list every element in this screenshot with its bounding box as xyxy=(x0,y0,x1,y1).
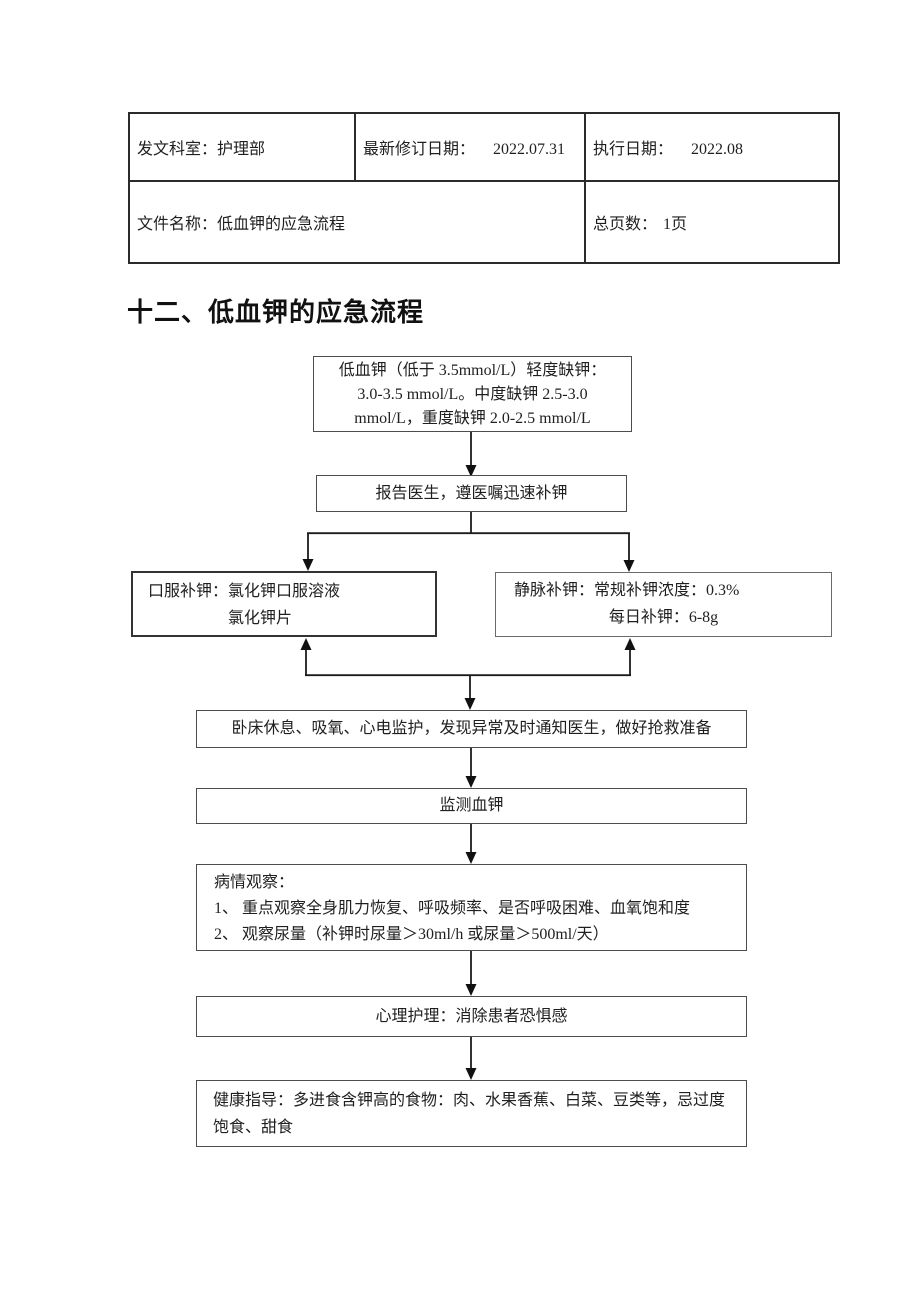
flow-node-condition-observation: 病情观察： 1、 重点观察全身肌力恢复、呼吸频率、是否呼吸困难、血氧饱和度 2、… xyxy=(196,864,747,951)
flow-node-oral-potassium: 口服补钾：氯化钾口服溶液 氯化钾片 xyxy=(131,571,437,637)
definition-line-2: 3.0-3.5 mmol/L。中度缺钾 2.5-3.0 xyxy=(357,386,588,403)
section-title: 十二、低血钾的应急流程 xyxy=(127,297,425,327)
issuing-dept-value: 护理部 xyxy=(217,141,266,158)
definition-line-3: mmol/L，重度缺钾 2.0-2.5 mmol/L xyxy=(354,410,591,427)
observe-line-3: 2、 观察尿量（补钾时尿量＞30ml/h 或尿量＞500ml/天） xyxy=(214,926,609,943)
header-table: 发文科室：护理部 最新修订日期：2022.07.31 执行日期：2022.08 … xyxy=(128,112,840,264)
flow-node-psychological-care: 心理护理：消除患者恐惧感 xyxy=(196,996,747,1037)
total-pages-value: 1页 xyxy=(663,216,688,233)
issuing-dept-label: 发文科室： xyxy=(137,141,218,158)
cell-effective-date: 执行日期： 2022.08 xyxy=(584,112,840,182)
observe-line-1: 病情观察： xyxy=(214,874,295,891)
effective-date-label: 执行日期： xyxy=(593,141,674,158)
total-pages-label: 总页数： xyxy=(593,216,658,233)
effective-date-value: 2022.08 xyxy=(691,141,744,158)
flow-node-definition: 低血钾（低于 3.5mmol/L）轻度缺钾： 3.0-3.5 mmol/L。中度… xyxy=(313,356,632,432)
iv-line-1: 静脉补钾：常规补钾浓度：0.3% xyxy=(514,582,740,599)
flow-node-monitor-serum-potassium: 监测血钾 xyxy=(196,788,747,824)
definition-line-1: 低血钾（低于 3.5mmol/L）轻度缺钾： xyxy=(338,362,607,379)
cell-revision-date: 最新修订日期： 2022.07.31 xyxy=(354,112,586,182)
header-table-row-2: 文件名称：低血钾的应急流程 总页数： 1页 xyxy=(128,180,840,264)
flow-node-report-doctor: 报告医生，遵医嘱迅速补钾 xyxy=(316,475,627,512)
flow-node-iv-potassium: 静脉补钾：常规补钾浓度：0.3% 每日补钾：6-8g xyxy=(495,572,832,637)
cell-issuing-dept: 发文科室：护理部 xyxy=(128,112,356,182)
flow-node-bed-rest-monitoring: 卧床休息、吸氧、心电监护，发现异常及时通知医生，做好抢救准备 xyxy=(196,710,747,748)
iv-line-2: 每日补钾：6-8g xyxy=(608,609,719,626)
revision-date-value: 2022.07.31 xyxy=(493,141,566,158)
file-name-value: 低血钾的应急流程 xyxy=(217,216,346,233)
file-name-label: 文件名称： xyxy=(137,216,218,233)
observe-line-2: 1、 重点观察全身肌力恢复、呼吸频率、是否呼吸困难、血氧饱和度 xyxy=(214,900,691,917)
revision-date-label: 最新修订日期： xyxy=(363,141,476,158)
cell-total-pages: 总页数： 1页 xyxy=(584,180,840,264)
header-table-row-1: 发文科室：护理部 最新修订日期： 2022.07.31 执行日期： 2022.08 xyxy=(128,112,840,182)
flow-node-health-guidance: 健康指导：多进食含钾高的食物：肉、水果香蕉、白菜、豆类等，忌过度饱食、甜食 xyxy=(196,1080,747,1147)
oral-line-2: 氯化钾片 xyxy=(228,610,293,627)
oral-line-1: 口服补钾：氯化钾口服溶液 xyxy=(148,583,341,600)
cell-file-name: 文件名称：低血钾的应急流程 xyxy=(128,180,586,264)
